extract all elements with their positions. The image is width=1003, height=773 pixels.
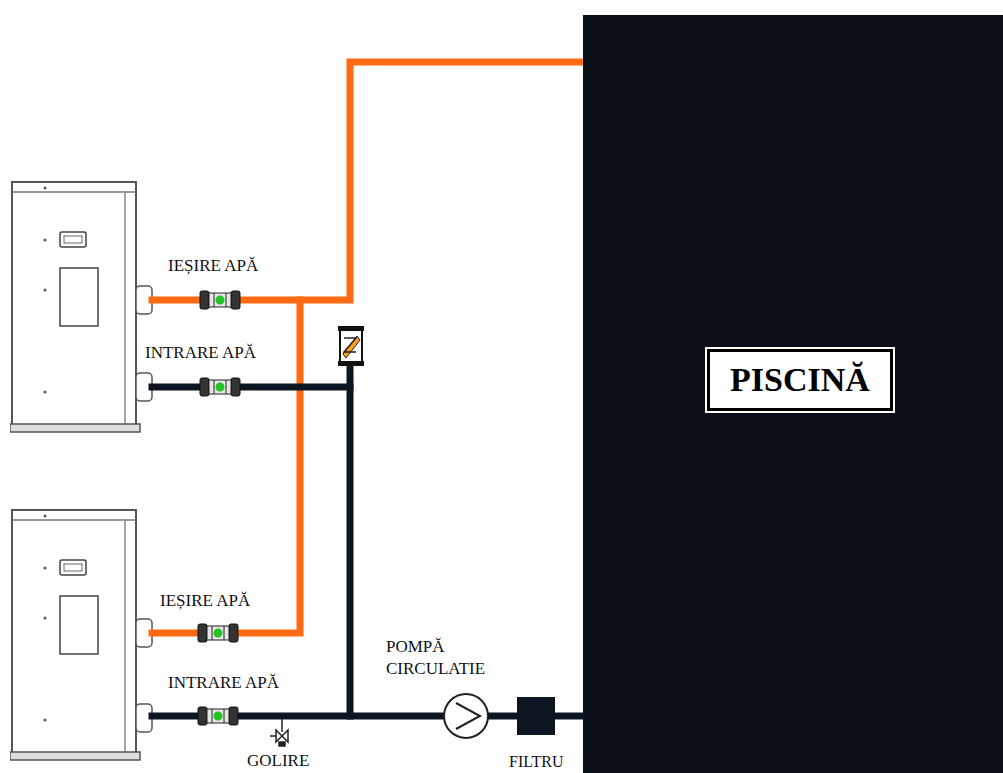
pipe-connector (488, 713, 517, 720)
filter-box: FILTRU (517, 697, 555, 735)
filter-label: FILTRU (509, 752, 564, 772)
circulation-pump: POMPĂ CIRCULATIE (444, 694, 488, 738)
pipe-connector (555, 713, 583, 720)
pool-label: PISCINĂ (707, 349, 893, 411)
outlet-label: IEȘIRE APĂ (160, 591, 250, 611)
outlet-label: IEȘIRE APĂ (168, 256, 258, 276)
inlet-label: INTRARE APĂ (168, 673, 279, 693)
inlet-label: INTRARE APĂ (145, 343, 256, 363)
drain-label: GOLIRE (247, 751, 309, 771)
pump-label: POMPĂ CIRCULATIE (386, 636, 501, 680)
pool-basin: PISCINĂ (583, 15, 1003, 773)
